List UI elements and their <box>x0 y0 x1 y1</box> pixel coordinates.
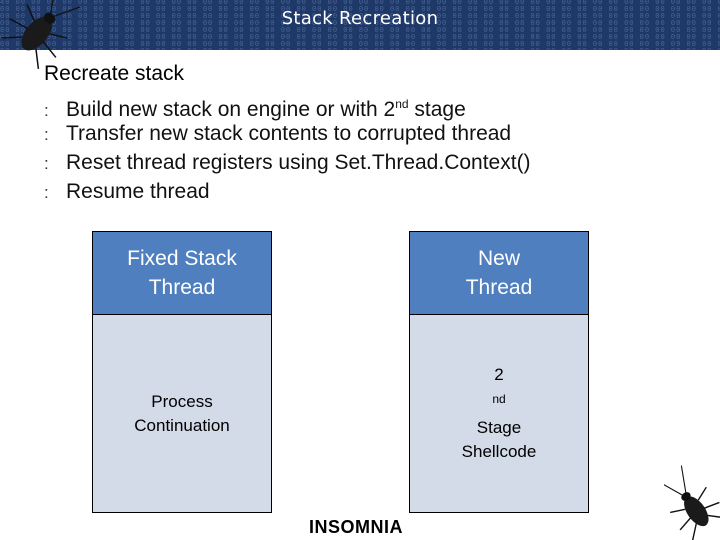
header-banner: 40 00 00 00 00 00 00 00 80 00 00 00 00 0… <box>0 0 720 50</box>
bullet-text: Resume thread <box>66 180 210 203</box>
bullet-text: Build new stack on engine or with 2 <box>66 98 396 121</box>
slide-title: Stack Recreation <box>281 8 439 29</box>
box-body-line1-post: Stage <box>476 418 522 438</box>
box-body-line1-sup: nd <box>492 391 506 406</box>
box-body-line1-pre: 2 <box>494 364 504 384</box>
box-body-line2: Continuation <box>134 415 230 435</box>
fixed-stack-thread-box: Fixed Stack Thread Process Continuation <box>92 231 272 513</box>
box-body: Process Continuation <box>93 315 271 512</box>
bullet-superscript: nd <box>395 97 409 111</box>
bullet-item: : Resume thread <box>44 177 531 206</box>
insomnia-logo: INSOMNIA <box>309 517 403 537</box>
box-header-line1: Fixed Stack <box>127 247 237 270</box>
cockroach-icon-bottom-right <box>664 465 720 540</box>
bullet-text: Reset thread registers using Set.Thread.… <box>66 151 531 174</box>
box-header-line2: Thread <box>148 276 216 299</box>
hex-texture: 40 00 00 00 00 00 00 00 80 00 00 00 00 0… <box>0 0 720 50</box>
bullet-glyph: : <box>44 154 49 173</box>
bullet-tail: stage <box>408 98 466 121</box>
box-header: New Thread <box>410 232 588 315</box>
cockroach-icon-top-left <box>1 0 80 69</box>
bullet-text: Transfer new stack contents to corrupted… <box>66 122 512 145</box>
box-header-line2: Thread <box>465 276 533 299</box>
box-header-line1: New <box>477 247 520 270</box>
box-body: 2 nd Stage Shellcode <box>410 315 588 512</box>
bullet-item: : Reset thread registers using Set.Thread… <box>44 148 531 177</box>
bullet-glyph: : <box>44 101 49 120</box>
bullet-item: : Transfer new stack contents to corrupte… <box>44 119 531 148</box>
bullet-item: : Build new stack on engine or with 2nd s… <box>44 90 531 121</box>
box-body-line2: Shellcode <box>461 442 537 462</box>
box-header: Fixed Stack Thread <box>93 232 271 315</box>
new-thread-box: New Thread 2 nd Stage Shellcode <box>409 231 589 513</box>
bullet-glyph: : <box>44 183 49 202</box>
section-heading: Recreate stack <box>44 62 185 85</box>
bullet-glyph: : <box>44 125 49 144</box>
box-body-line1: Process <box>151 391 213 411</box>
bullet-list: : Build new stack on engine or with 2nd s… <box>44 90 531 206</box>
box-body-line1: 2 nd Stage <box>462 363 537 441</box>
